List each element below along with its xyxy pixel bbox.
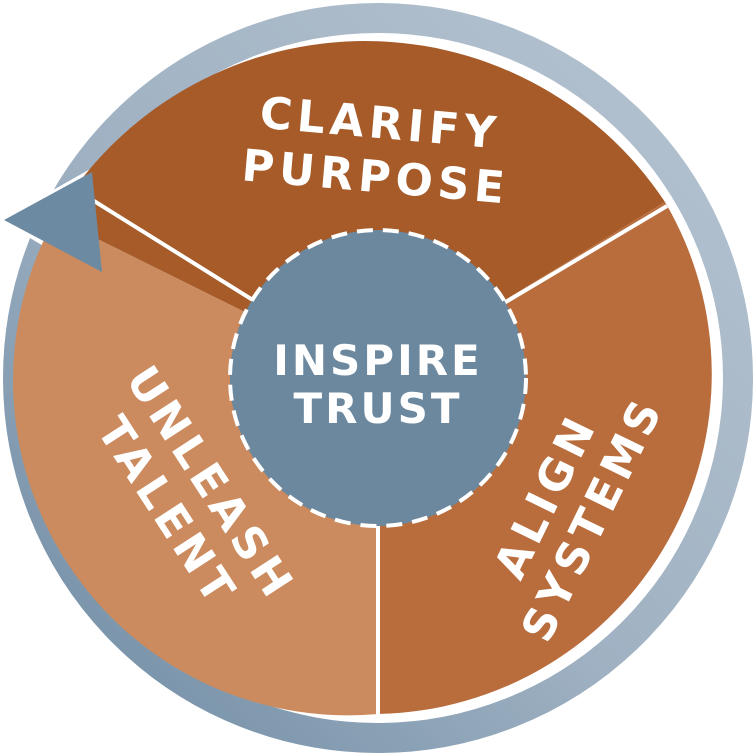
center-line1: INSPIRE [273,336,482,385]
center-circle [228,228,528,528]
segment-clarify-purpose [55,41,665,379]
center-line2: TRUST [294,384,463,433]
label-clarify-purpose: CLARIFY PURPOSE [240,88,512,215]
cycle-arrow-head [4,172,102,272]
